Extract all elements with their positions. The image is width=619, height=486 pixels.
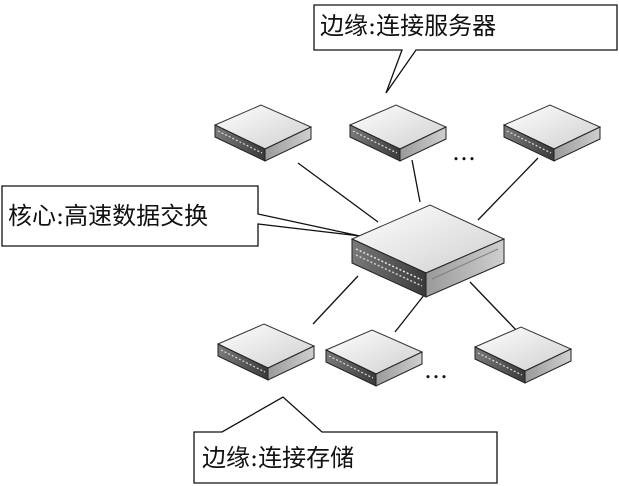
link-bottom-right <box>469 281 519 333</box>
callout-top-box <box>313 4 618 94</box>
link-bottom-left <box>312 275 359 325</box>
callout-bottom-label: 边缘:连接存储 <box>202 444 355 472</box>
storage-device-3 <box>473 326 573 384</box>
storage-device-1 <box>216 323 316 381</box>
ellipsis-top-row: … <box>452 138 477 166</box>
storage-device-2 <box>324 329 424 387</box>
server-device-1 <box>213 104 313 162</box>
callout-left-box <box>1 185 361 247</box>
callout-top-label: 边缘:连接服务器 <box>320 12 497 40</box>
server-device-3 <box>502 104 602 162</box>
link-top-middle <box>411 159 421 203</box>
ellipsis-bottom-row: … <box>424 356 449 384</box>
callout-left-label: 核心:高速数据交换 <box>8 202 209 230</box>
server-device-2 <box>348 104 448 162</box>
callout-bottom-box <box>193 396 498 484</box>
link-top-left <box>297 162 379 223</box>
core-switch-device <box>350 204 506 298</box>
link-top-right <box>477 157 539 221</box>
